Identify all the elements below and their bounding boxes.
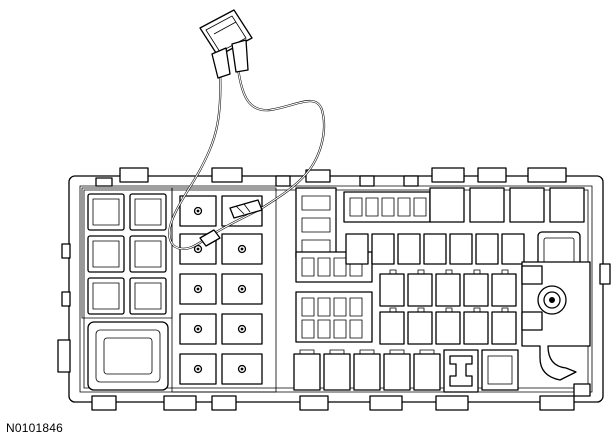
bottom-relay-row (293, 349, 441, 391)
fuse-screws (193, 206, 247, 374)
mini-fuse-strips (295, 187, 431, 343)
figure-id-label: N0101846 (6, 421, 63, 435)
top-right-relays (429, 187, 585, 223)
maxi-fuse-block (171, 187, 277, 393)
bottom-right-relay (481, 349, 519, 391)
battery-stud (521, 261, 591, 381)
fuse-box-housing (57, 167, 611, 411)
connector-socket (443, 349, 479, 393)
fused-jumper-wire (168, 9, 326, 251)
small-relay-grid (345, 233, 525, 345)
bottom-latches (91, 383, 591, 411)
top-latches (95, 167, 567, 187)
left-relay-block (81, 187, 173, 319)
large-relay (87, 321, 169, 391)
